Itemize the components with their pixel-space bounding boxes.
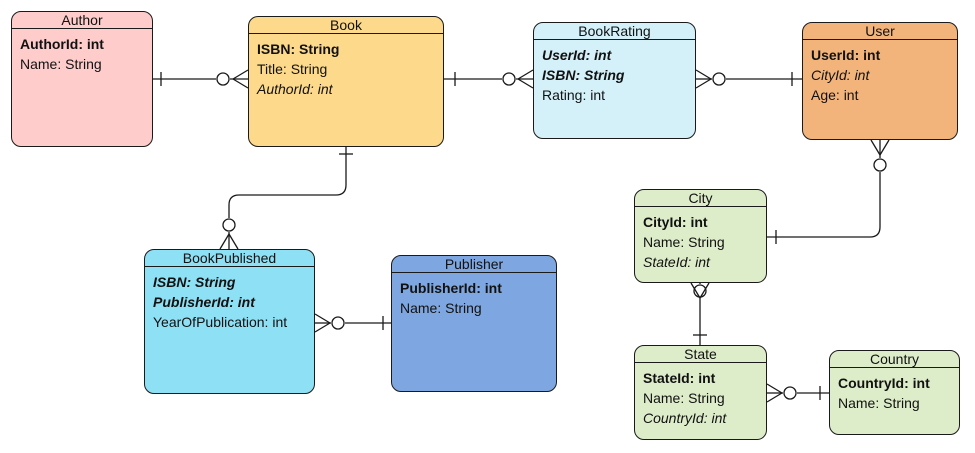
crowsfoot	[232, 69, 249, 80]
rel-book-bookpublished	[219, 147, 353, 250]
entity-title: Publisher	[392, 256, 556, 273]
rel-state-country	[766, 383, 829, 403]
attribute-row: Age: int	[811, 87, 859, 103]
attribute-row: UserId: int	[811, 47, 881, 63]
rel-city-user	[767, 139, 890, 244]
entity-title: Author	[12, 12, 152, 29]
crowsfoot	[690, 282, 701, 299]
rel-author-book	[153, 69, 249, 89]
attribute-row: ISBN: String	[257, 41, 340, 57]
attribute-row: AuthorId: int	[257, 81, 333, 97]
zero-mark	[331, 316, 345, 330]
zero-mark	[502, 72, 516, 86]
zero-mark	[783, 386, 797, 400]
rel-state-city	[690, 282, 710, 345]
entity-title: Book	[249, 17, 443, 34]
attribute-row: Name: String	[20, 56, 102, 72]
attribute-row: UserId: int	[542, 47, 612, 63]
zero-mark	[222, 218, 236, 232]
entity-title: BookPublished	[145, 250, 314, 267]
attribute-row: StateId: int	[643, 254, 710, 270]
zero-mark	[216, 72, 230, 86]
attribute-row: AuthorId: int	[20, 36, 104, 52]
attribute-row: CityId: int	[811, 67, 870, 83]
attribute-row: CityId: int	[643, 214, 708, 230]
attribute-row: Name: String	[643, 390, 725, 406]
rel-book-bookrating	[444, 69, 534, 89]
attribute-row: Name: String	[400, 300, 482, 316]
attribute-row: PublisherId: int	[400, 280, 502, 296]
crowsfoot	[517, 69, 534, 80]
crowsfoot	[695, 69, 712, 80]
attribute-row: CountryId: int	[838, 375, 930, 391]
attribute-row: CountryId: int	[643, 410, 727, 426]
entity-title: State	[635, 346, 766, 363]
attribute-row: ISBN: String	[153, 274, 236, 290]
rel-bookpublished-publisher	[314, 313, 391, 333]
attribute-row: Name: String	[643, 234, 725, 250]
rel-bookrating-user	[695, 69, 802, 89]
attribute-row: PublisherId: int	[153, 294, 255, 310]
entity-title: City	[635, 190, 766, 207]
entity-title: Country	[830, 351, 959, 368]
crowsfoot	[314, 313, 331, 324]
crowsfoot	[219, 233, 230, 250]
crowsfoot	[766, 383, 783, 394]
attribute-row: YearOfPublication: int	[153, 314, 288, 330]
zero-mark	[712, 72, 726, 86]
zero-mark	[873, 158, 887, 172]
entity-title: User	[803, 23, 957, 40]
attribute-row: Rating: int	[542, 87, 606, 103]
attribute-row: Name: String	[838, 395, 920, 411]
attribute-row: ISBN: String	[542, 67, 625, 83]
attribute-row: StateId: int	[643, 370, 716, 386]
attribute-row: Title: String	[257, 61, 328, 77]
crowsfoot	[870, 139, 881, 156]
entity-title: BookRating	[534, 23, 695, 40]
